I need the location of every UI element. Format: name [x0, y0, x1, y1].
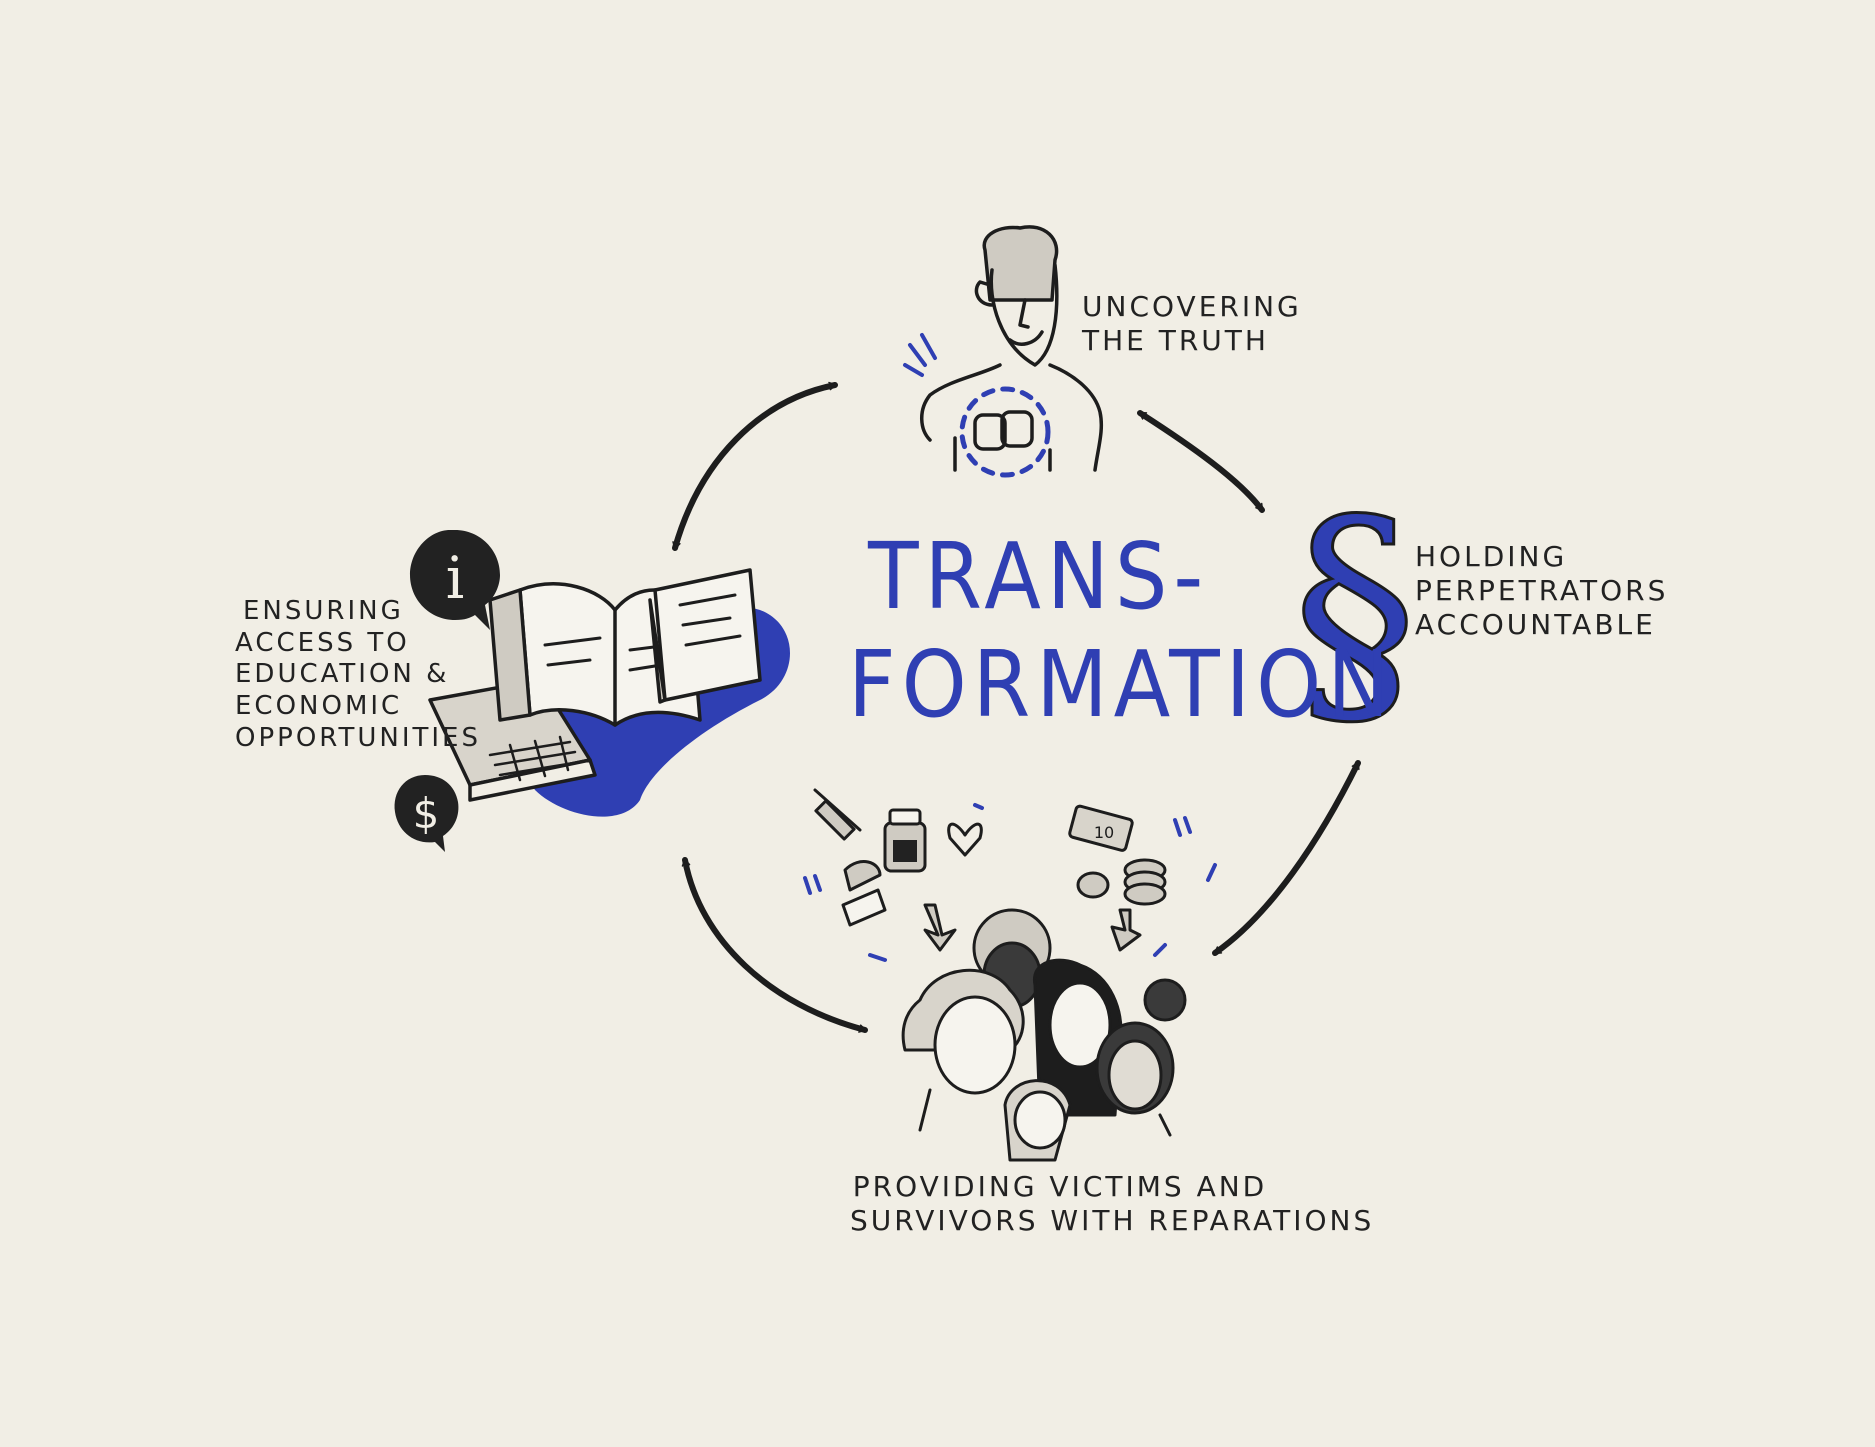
info-glyph: i	[446, 544, 465, 612]
label-accountable-line-3: ACCOUNTABLE	[1415, 608, 1656, 642]
arrow-accountable-reparations	[1212, 760, 1361, 956]
arrow-reparations-education	[681, 857, 868, 1033]
books-laptop-icon	[428, 568, 790, 817]
label-education-line-4: ECONOMIC	[235, 691, 403, 722]
reparation-items: 10	[803, 788, 1217, 962]
label-accountable-line-2: PERPETRATORS	[1415, 574, 1669, 608]
dollar-glyph: $	[413, 789, 440, 838]
people-group-icon	[901, 908, 1187, 1162]
money-bill-value: 10	[1094, 823, 1114, 842]
label-accountable-line-1: HOLDING	[1415, 540, 1568, 573]
info-bubble-icon: i	[410, 530, 500, 630]
label-truth-line-2: THE TRUTH	[1082, 324, 1269, 358]
coins-icon	[1076, 858, 1167, 906]
label-education-line-3: EDUCATION &	[235, 659, 450, 690]
label-reparations-line-1: PROVIDING VICTIMS AND	[852, 1170, 1268, 1203]
label-truth-line-1: UNCOVERING	[1082, 290, 1302, 323]
title-line-2: FORMATION	[848, 631, 1396, 738]
label-reparations: PROVIDING VICTIMS AND SURVIVORS WITH REP…	[850, 1170, 1375, 1238]
label-uncovering-truth: UNCOVERING THE TRUTH	[1082, 290, 1302, 358]
section-sign-glyph: §	[1293, 466, 1418, 757]
bread-icon	[841, 860, 887, 927]
medicine-bottle-icon	[883, 808, 927, 873]
label-education: ENSURING ACCESS TO EDUCATION & ECONOMIC …	[235, 596, 481, 755]
label-education-line-2: ACCESS TO	[235, 627, 410, 658]
person-speaking-icon	[903, 225, 1104, 478]
label-holding-accountable: HOLDING PERPETRATORS ACCOUNTABLE	[1415, 540, 1668, 642]
arrow-down-left-icon	[923, 903, 957, 952]
arrow-truth-accountable	[1137, 410, 1265, 513]
title-line-1: TRANS-	[868, 523, 1210, 630]
dollar-bubble-icon: $	[394, 775, 459, 852]
money-bill-icon: 10	[1068, 804, 1134, 852]
heart-icon	[947, 822, 983, 857]
syringe-icon	[813, 788, 862, 841]
arrow-down-right-icon	[1110, 908, 1142, 952]
section-sign-icon: §	[1291, 465, 1419, 759]
label-education-line-1: ENSURING	[243, 596, 404, 626]
label-reparations-line-2: SURVIVORS WITH REPARATIONS	[850, 1204, 1375, 1238]
label-education-line-5: OPPORTUNITIES	[235, 722, 481, 753]
arrow-truth-education	[672, 381, 838, 551]
cycle-arrows	[672, 381, 1361, 1033]
